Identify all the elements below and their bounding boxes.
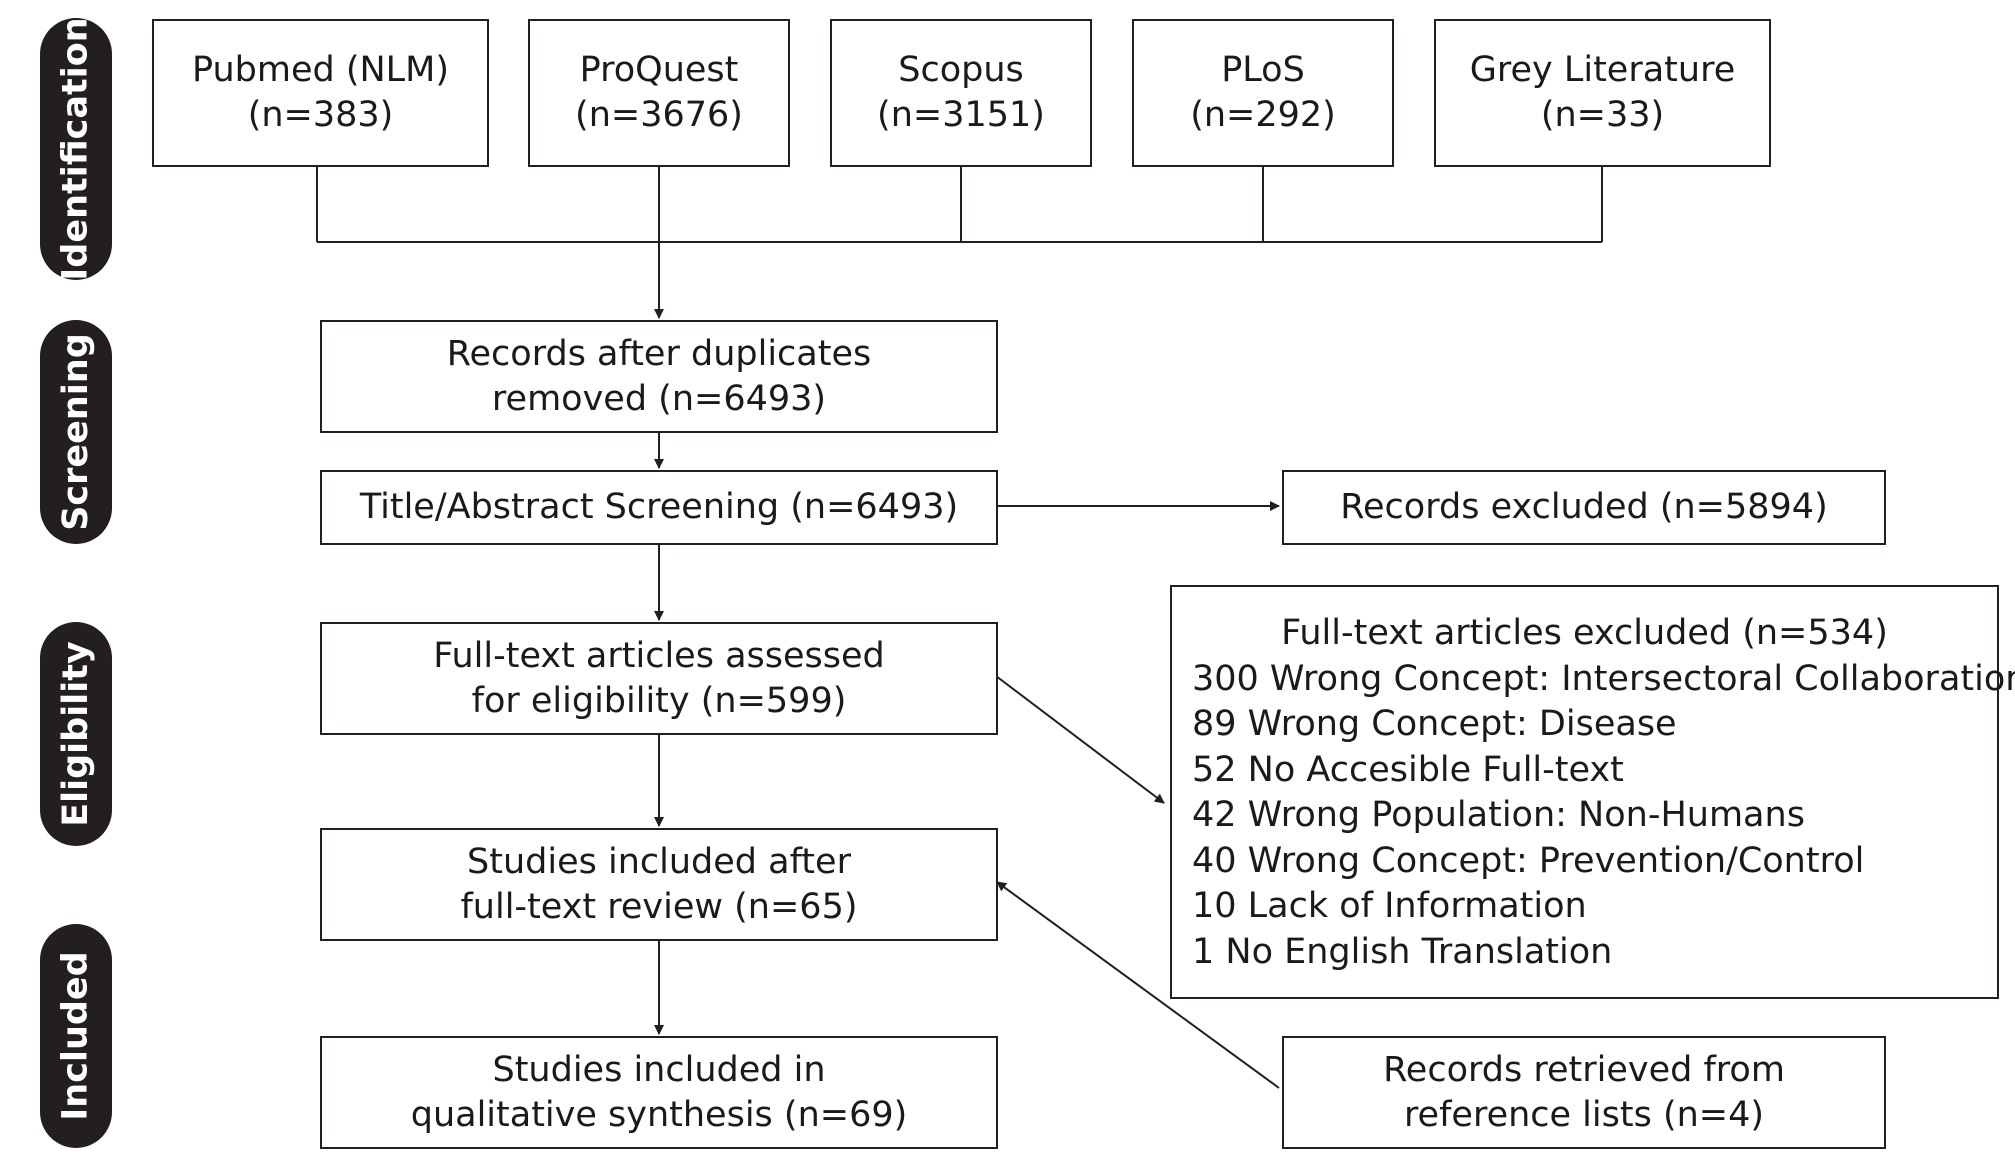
stage-label: Identification [56,17,96,281]
exclusion-reason: 300 Wrong Concept: Intersectoral Collabo… [1192,658,2015,699]
box-text-line: removed (n=6493) [491,378,827,419]
exclusion-reason: 40 Wrong Concept: Prevention/Control [1192,840,1865,881]
full-text-excluded-box: Full-text articles excluded (n=534) 300 … [1170,585,2015,999]
exclusion-reason: 10 Lack of Information [1192,886,1587,926]
included-after-review-box: Studies included after full-text review … [320,828,998,941]
box-text-line: full-text review (n=65) [460,886,858,927]
exclusion-reason: 52 No Accesible Full-text [1192,749,1624,790]
excluded-heading: Full-text articles excluded (n=534) [1281,613,1888,653]
box-text-line: Studies included in [492,1049,826,1090]
box-text-line: Studies included after [467,841,851,882]
stage-screening: Screening [40,320,112,544]
source-count: (n=383) [247,95,394,135]
source-box-plos: PLoS (n=292) [1132,19,1394,167]
source-name: PLoS [1221,50,1305,90]
source-count: (n=33) [1540,95,1665,135]
box-text-line: qualitative synthesis (n=69) [410,1094,908,1135]
full-text-assessed-box: Full-text articles assessed for eligibil… [320,622,998,735]
box-text-line: for eligibility (n=599) [471,680,847,721]
box-text-line: Title/Abstract Screening (n=6493) [359,487,959,527]
stage-identification: Identification [40,17,112,281]
source-box-proquest: ProQuest (n=3676) [528,19,790,167]
source-box-pubmed: Pubmed (NLM) (n=383) [152,19,489,167]
box-text-line: Records after duplicates [446,333,872,374]
box-text-line: Full-text articles assessed [433,635,885,676]
exclusion-reason: 42 Wrong Population: Non-Humans [1192,795,1805,835]
source-name: ProQuest [579,50,739,90]
stage-label: Eligibility [56,641,97,827]
exclusion-reason: 89 Wrong Concept: Disease [1192,704,1677,744]
records-excluded-box: Records excluded (n=5894) [1282,470,1886,545]
source-count: (n=3676) [575,95,743,135]
stage-label: Included [56,951,97,1121]
source-box-scopus: Scopus (n=3151) [830,19,1092,167]
exclusion-reason: 1 No English Translation [1192,931,1613,972]
source-name: Grey Literature [1469,50,1736,90]
box-text-line: Records excluded (n=5894) [1340,487,1828,527]
source-count: (n=292) [1190,95,1336,135]
reference-lists-box: Records retrieved from reference lists (… [1282,1036,1886,1149]
source-name: Scopus [898,50,1024,90]
arrow-to-full-text-excluded [995,675,1165,804]
arrow-from-reference-lists [996,881,1280,1089]
box-text-line: reference lists (n=4) [1403,1094,1765,1135]
stage-included: Included [40,924,112,1148]
qualitative-synthesis-box: Studies included in qualitative synthesi… [320,1036,998,1149]
title-abstract-screening-box: Title/Abstract Screening (n=6493) [320,470,998,545]
duplicates-removed-box: Records after duplicates removed (n=6493… [320,320,998,433]
source-count: (n=3151) [877,95,1045,135]
source-name: Pubmed (NLM) [191,50,450,90]
box-text-line: Records retrieved from [1383,1049,1785,1090]
stage-eligibility: Eligibility [40,622,112,846]
source-box-grey-literature: Grey Literature (n=33) [1434,19,1771,167]
stage-label: Screening [56,333,97,531]
